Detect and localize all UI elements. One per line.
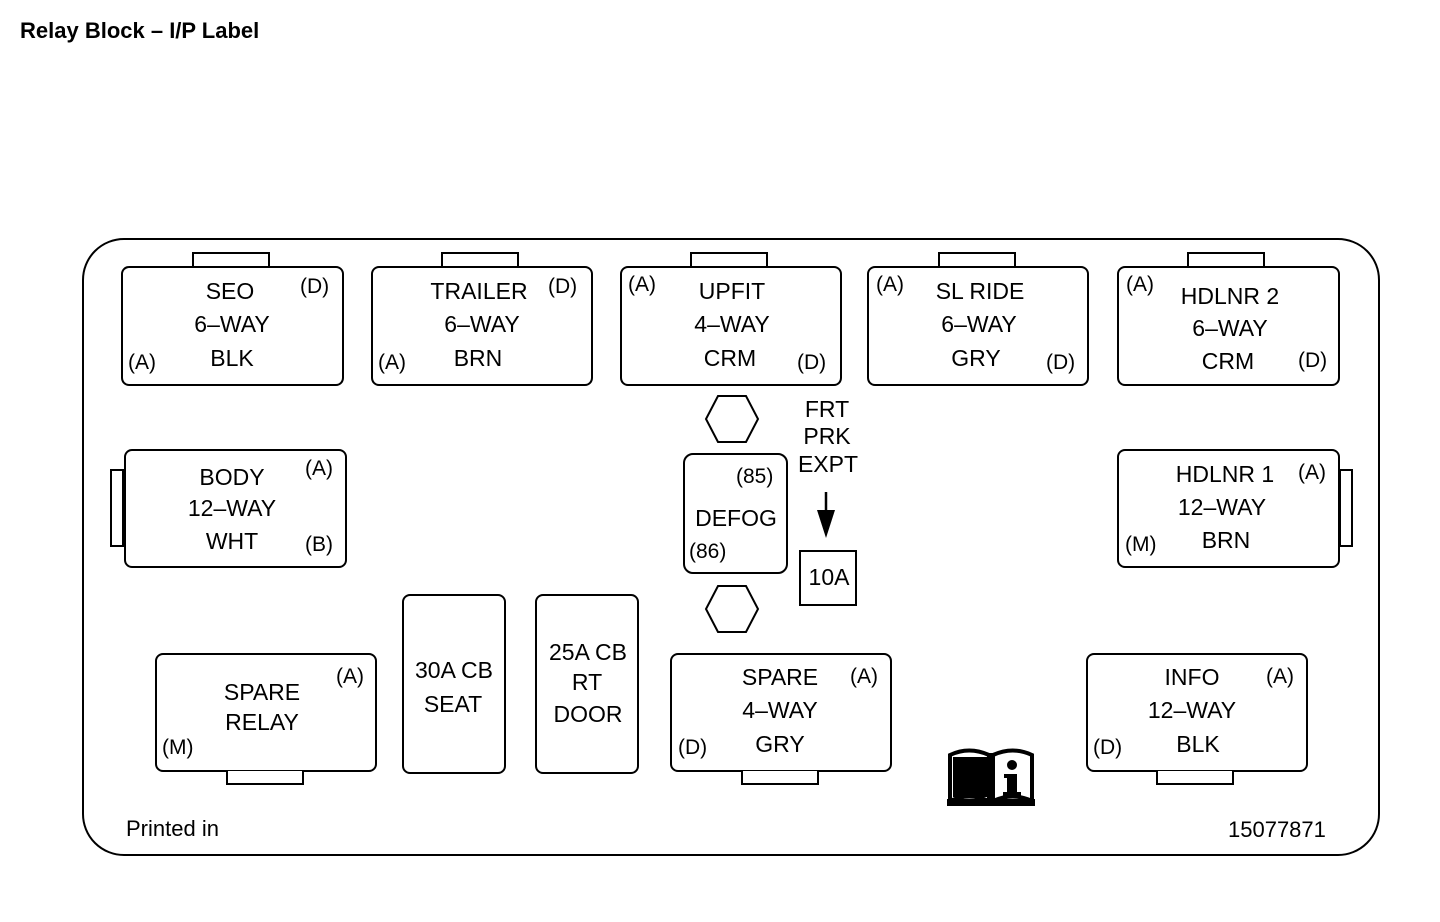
pin-label: (A) (876, 273, 904, 296)
connector-label: BLK (1176, 731, 1220, 757)
relay-label: SPARE (223, 679, 301, 705)
hex-stud-icon (704, 395, 760, 443)
pin-label: (A) (378, 351, 406, 374)
connector-label: 12–WAY (1147, 697, 1237, 723)
hex-stud-icon (704, 585, 760, 633)
pin-label: (85) (736, 465, 774, 488)
fuse-label: 10A (808, 564, 850, 590)
connector-label: BLK (210, 345, 254, 371)
connector-label: 6–WAY (194, 311, 270, 337)
relay-label: RELAY (225, 709, 299, 735)
connector-tab (192, 252, 270, 266)
pin-label: (A) (850, 665, 878, 688)
connector-tab (226, 771, 304, 785)
connector-tab (1339, 469, 1353, 547)
breaker-label: 25A CB (549, 639, 627, 665)
connector-label: GRY (755, 731, 805, 757)
connector-label: 6–WAY (1192, 315, 1268, 341)
connector-label: GRY (951, 345, 1001, 371)
connector-label: SEO (205, 278, 255, 304)
fuse-10a (799, 550, 857, 606)
connector-tab (1156, 771, 1234, 785)
connector-info (1086, 653, 1308, 772)
connector-tab (110, 469, 124, 547)
pin-label: (D) (678, 736, 708, 759)
pin-label: (M) (1125, 533, 1157, 556)
pin-label: (A) (305, 457, 333, 480)
connector-label: 4–WAY (694, 311, 770, 337)
pin-label: (A) (128, 351, 156, 374)
breaker-label: 30A CB (415, 657, 493, 683)
pin-label: (86) (689, 540, 727, 563)
printed-in-label: Printed in (126, 816, 219, 841)
info-manual-icon (947, 748, 1035, 806)
connector-label: BRN (1201, 527, 1251, 553)
pin-label: (A) (1126, 273, 1154, 296)
connector-label: CRM (703, 345, 757, 371)
connector-hdlnr-1 (1117, 449, 1340, 568)
pin-label: (D) (548, 275, 578, 298)
circuit-breaker-25a (535, 594, 639, 774)
connector-label: 12–WAY (1177, 494, 1267, 520)
pin-label: (A) (1298, 461, 1326, 484)
pin-label: (A) (336, 665, 364, 688)
connector-hdlnr-2 (1117, 266, 1340, 386)
relay-defog (683, 453, 788, 574)
connector-tab (938, 252, 1016, 266)
page-title: Relay Block – I/P Label (20, 18, 260, 43)
pin-label: (D) (1046, 351, 1076, 374)
part-number: 15077871 (1228, 817, 1326, 842)
relay-spare (155, 653, 377, 772)
connector-body (124, 449, 347, 568)
connector-label: 6–WAY (444, 311, 520, 337)
connector-label: SL RIDE (935, 278, 1025, 304)
connector-tab (1187, 252, 1265, 266)
connector-label: CRM (1201, 348, 1255, 374)
connector-label: BRN (453, 345, 503, 371)
circuit-breaker-30a (402, 594, 506, 774)
connector-spare-4way (670, 653, 892, 772)
pin-label: (D) (300, 275, 330, 298)
connector-label: UPFIT (698, 278, 766, 304)
connector-label: 6–WAY (941, 311, 1017, 337)
connector-label: 12–WAY (187, 495, 277, 521)
pin-label: (D) (797, 351, 827, 374)
connector-label: INFO (1164, 664, 1220, 690)
pin-label: (M) (162, 736, 194, 759)
connector-sl-ride (867, 266, 1089, 386)
connector-label: WHT (205, 528, 259, 554)
pin-label: (B) (305, 533, 333, 556)
fuse-caption: PRK (803, 423, 851, 449)
connector-label: HDLNR 2 (1180, 283, 1280, 309)
pin-label: (D) (1298, 349, 1328, 372)
relay-block-outline (82, 238, 1380, 856)
connector-label: BODY (199, 464, 265, 490)
connector-label: TRAILER (430, 278, 528, 304)
connector-label: HDLNR 1 (1175, 461, 1275, 487)
arrow-down-icon (817, 492, 835, 538)
connector-tab (690, 252, 768, 266)
breaker-label: DOOR (553, 701, 623, 727)
pin-label: (A) (1266, 665, 1294, 688)
breaker-label: SEAT (423, 691, 483, 717)
breaker-label: RT (571, 669, 603, 695)
fuse-caption: FRT (804, 396, 850, 422)
fuse-caption: EXPT (797, 451, 859, 477)
connector-label: SPARE (741, 664, 819, 690)
connector-tab (741, 771, 819, 785)
connector-upfit (620, 266, 842, 386)
connector-tab (441, 252, 519, 266)
relay-label: DEFOG (695, 505, 777, 531)
pin-label: (D) (1093, 736, 1123, 759)
pin-label: (A) (628, 273, 656, 296)
connector-trailer (371, 266, 593, 386)
connector-seo (121, 266, 344, 386)
connector-label: 4–WAY (742, 697, 818, 723)
